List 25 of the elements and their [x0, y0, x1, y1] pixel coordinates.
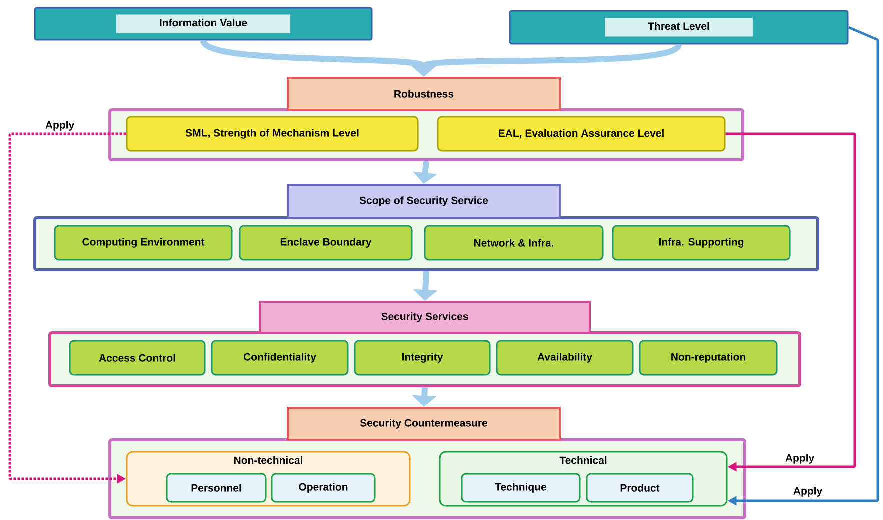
node-label: Scope of Security Service — [360, 196, 488, 206]
title-bar: Threat Level — [509, 10, 849, 45]
item-box: Infra. Supporting — [612, 225, 791, 261]
item-box: Integrity — [354, 340, 491, 376]
edge-label: Apply — [792, 486, 824, 498]
title-bar: Information Value — [34, 7, 373, 41]
edge-label: Apply — [44, 120, 76, 132]
item-box: Personnel — [166, 473, 267, 503]
item-box: Confidentiality — [211, 340, 349, 376]
item-box: Availability — [496, 340, 634, 376]
arrow — [726, 132, 856, 472]
item-box: Technique — [461, 473, 581, 503]
item-box: Access Control — [69, 340, 206, 376]
node-label: Security Services — [382, 312, 468, 322]
item-box: Operation — [271, 473, 376, 503]
item-box: Network & Infra. — [424, 225, 604, 261]
edge-label: Apply — [784, 452, 816, 466]
item-box: Enclave Boundary — [239, 225, 413, 261]
item-box: Non-reputation — [639, 340, 778, 376]
level-box: EAL, Evaluation Assurance Level — [437, 116, 726, 152]
node-label: Robustness — [394, 90, 454, 98]
item-box: Product — [586, 473, 694, 503]
level-box: SML, Strength of Mechanism Level — [126, 116, 419, 152]
node-label: Security Countermeasure — [360, 419, 488, 429]
item-box: Computing Environment — [54, 225, 233, 261]
